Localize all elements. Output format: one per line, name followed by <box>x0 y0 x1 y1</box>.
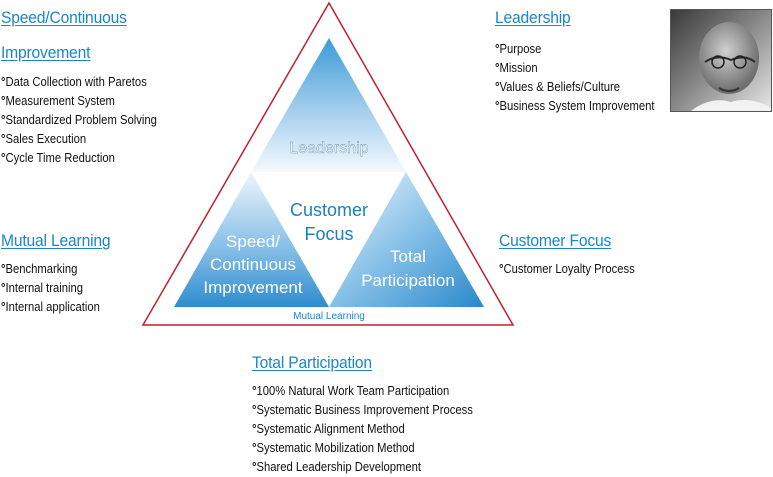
outer-triangle-outline <box>141 1 515 326</box>
left-segment-label-line2: Continuous <box>210 255 296 274</box>
list-item: 100% Natural Work Team Participation <box>252 382 473 401</box>
top-segment <box>251 38 406 172</box>
portrait-photo <box>670 9 772 112</box>
mutual-list: Benchmarking Internal training Internal … <box>1 260 100 317</box>
list-item: Shared Leadership Development <box>252 458 473 477</box>
mutual-heading: Mutual Learning <box>1 231 111 250</box>
list-item: Internal training <box>1 279 100 298</box>
list-item: Systematic Mobilization Method <box>252 439 473 458</box>
right-segment <box>329 172 484 307</box>
list-item: Systematic Business Improvement Process <box>252 401 473 420</box>
list-item: Measurement System <box>1 92 157 111</box>
left-segment <box>174 172 329 307</box>
left-segment-label-line3: Improvement <box>203 278 302 297</box>
center-label-line2: Focus <box>304 224 353 244</box>
speed-heading-line1: Speed/Continuous <box>1 8 127 27</box>
customer-heading: Customer Focus <box>499 231 612 250</box>
right-segment-label-line1: Total <box>390 247 426 266</box>
list-item: Standardized Problem Solving <box>1 111 157 130</box>
leadership-heading: Leadership <box>495 8 571 27</box>
list-item: Values & Beliefs/Culture <box>495 78 655 97</box>
list-item: Internal application <box>1 298 100 317</box>
list-item: Sales Execution <box>1 130 157 149</box>
list-item: Systematic Alignment Method <box>252 420 473 439</box>
list-item: Business System Improvement <box>495 97 655 116</box>
center-label-line1: Customer <box>290 200 368 220</box>
customer-list: Customer Loyalty Process <box>499 260 635 279</box>
left-segment-label-line1: Speed/ <box>226 232 280 251</box>
list-item: Mission <box>495 59 655 78</box>
list-item: Data Collection with Paretos <box>1 73 157 92</box>
list-item: Cycle Time Reduction <box>1 149 157 168</box>
list-item: Benchmarking <box>1 260 100 279</box>
total-heading: Total Participation <box>252 353 372 372</box>
speed-heading-line2: Improvement <box>1 43 91 62</box>
base-label: Mutual Learning <box>293 311 365 322</box>
speed-list: Data Collection with Paretos Measurement… <box>1 73 157 168</box>
leadership-list: Purpose Mission Values & Beliefs/Culture… <box>495 40 655 116</box>
list-item: Purpose <box>495 40 655 59</box>
top-segment-label: Leadership <box>289 140 368 157</box>
list-item: Customer Loyalty Process <box>499 260 635 279</box>
right-segment-label-line2: Participation <box>361 271 455 290</box>
total-list: 100% Natural Work Team Participation Sys… <box>252 382 473 477</box>
